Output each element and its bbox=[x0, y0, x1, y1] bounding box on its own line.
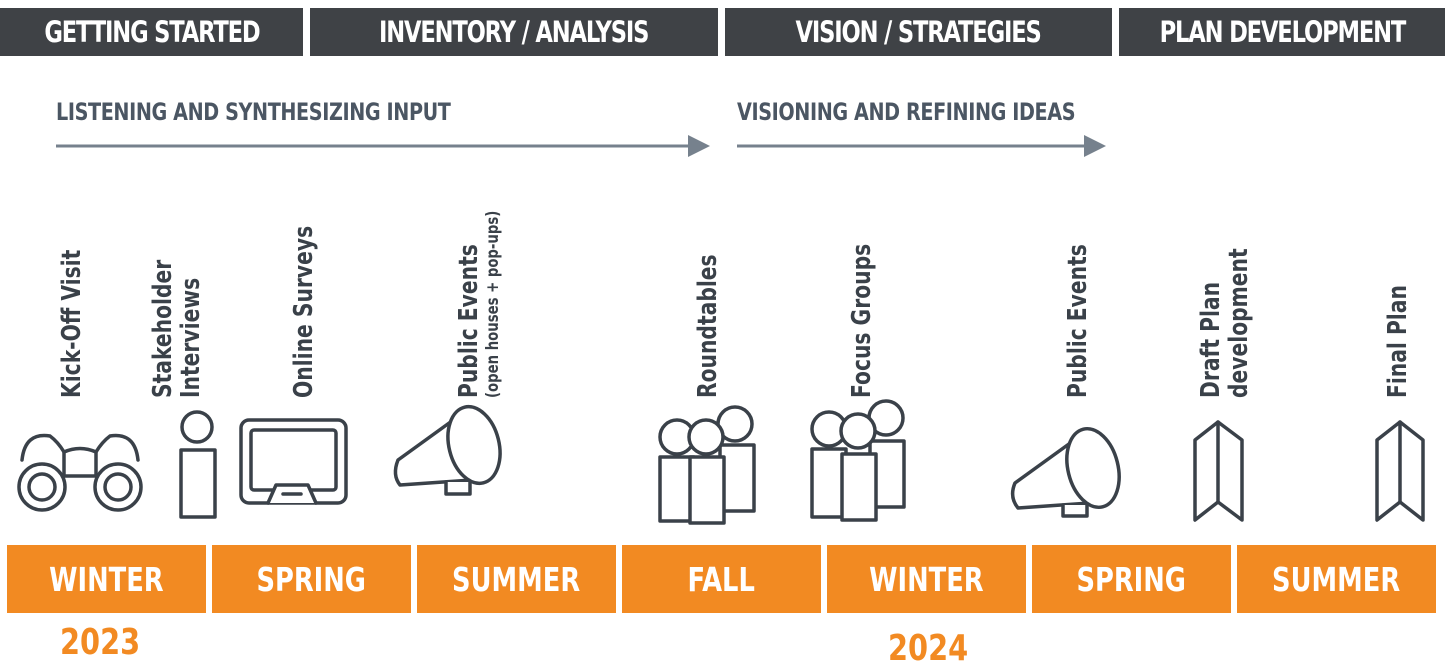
activity-draft-plan: Draft Plan development bbox=[1196, 248, 1254, 398]
flow-label-listening: LISTENING AND SYNTHESIZING INPUT bbox=[56, 98, 451, 126]
activity-stakeholder-interviews: Stakeholder Interviews bbox=[148, 259, 206, 398]
activity-public-events-1: Public Events (open houses + pop-ups) bbox=[454, 210, 503, 398]
season-spring-2024: SPRING bbox=[1032, 545, 1231, 613]
season-summer-2023: SUMMER bbox=[417, 545, 616, 613]
activity-final-plan: Final Plan bbox=[1383, 285, 1413, 398]
activity-public-events-2: Public Events bbox=[1063, 244, 1093, 398]
season-summer-2024: SUMMER bbox=[1237, 545, 1436, 613]
folded-document-icon bbox=[1375, 420, 1425, 522]
group-icon bbox=[658, 405, 756, 525]
group-icon bbox=[810, 399, 906, 522]
megaphone-icon bbox=[1010, 426, 1121, 518]
laptop-icon bbox=[239, 418, 348, 505]
season-winter-2024: WINTER bbox=[827, 545, 1026, 613]
phase-label: VISION / STRATEGIES bbox=[795, 15, 1042, 49]
phase-vision-strategies: VISION / STRATEGIES bbox=[725, 8, 1112, 56]
arrow-visioning bbox=[737, 135, 1106, 157]
season-spring-2023: SPRING bbox=[212, 545, 411, 613]
phase-label: INVENTORY / ANALYSIS bbox=[379, 15, 649, 49]
phase-getting-started: GETTING STARTED bbox=[0, 8, 303, 56]
arrow-listening bbox=[56, 135, 710, 157]
phase-plan-development: PLAN DEVELOPMENT bbox=[1119, 8, 1445, 56]
binoculars-icon bbox=[17, 433, 143, 512]
activity-focus-groups: Focus Groups bbox=[847, 243, 877, 398]
megaphone-icon bbox=[393, 404, 502, 496]
phase-label: PLAN DEVELOPMENT bbox=[1159, 15, 1406, 49]
activity-kick-off-visit: Kick-Off Visit bbox=[57, 249, 87, 398]
year-2023: 2023 bbox=[60, 622, 141, 663]
folded-document-icon bbox=[1193, 420, 1244, 522]
flow-label-visioning: VISIONING AND REFINING IDEAS bbox=[737, 98, 1076, 126]
person-icon bbox=[179, 410, 217, 519]
activity-roundtables: Roundtables bbox=[693, 254, 723, 398]
season-fall-2023: FALL bbox=[622, 545, 821, 613]
activity-online-surveys: Online Surveys bbox=[289, 225, 319, 398]
season-winter-2023: WINTER bbox=[7, 545, 206, 613]
phase-inventory-analysis: INVENTORY / ANALYSIS bbox=[310, 8, 718, 56]
year-2024: 2024 bbox=[888, 628, 969, 669]
phase-label: GETTING STARTED bbox=[43, 15, 260, 49]
